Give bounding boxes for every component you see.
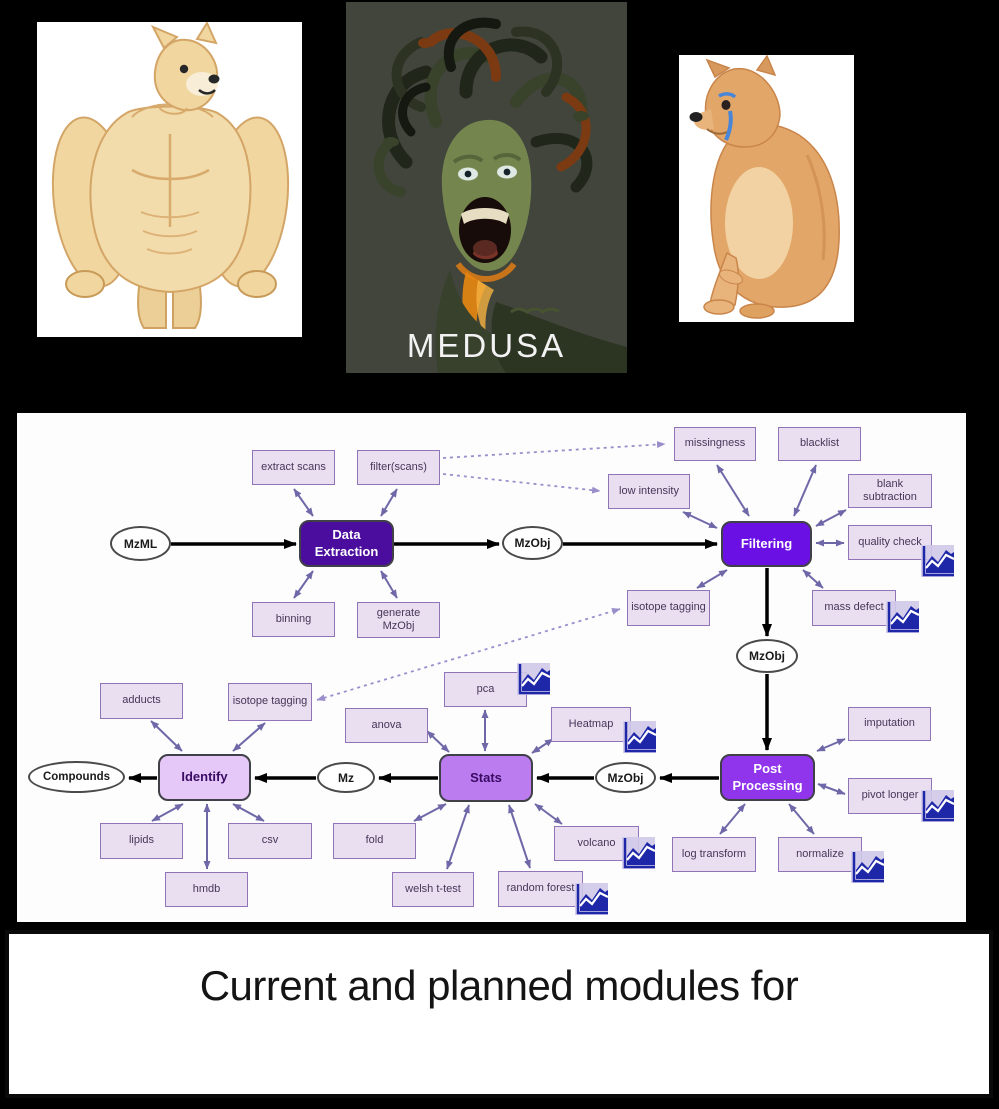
area-chart-icon	[848, 850, 886, 887]
module-box-lipids: lipids	[100, 823, 183, 859]
medusa-image: MEDUSA	[346, 2, 627, 373]
module-box-missingness: missingness	[674, 427, 756, 461]
module-box-mass-defect: mass defect	[812, 590, 896, 626]
module-box-anova: anova	[345, 708, 428, 743]
module-box-quality-check: quality check	[848, 525, 932, 560]
node-compounds: Compounds	[28, 761, 125, 793]
medusa-title: MEDUSA	[406, 327, 567, 364]
node-mz: Mz	[317, 762, 375, 793]
caption-box: Current and planned modules for	[5, 930, 993, 1098]
diagram-arrows	[128, 441, 847, 870]
module-box-normalize: normalize	[778, 837, 862, 872]
buff-doge-art	[51, 22, 290, 329]
module-box-adducts: adducts	[100, 683, 183, 719]
module-box-filter-scans: filter(scans)	[357, 450, 440, 485]
area-chart-icon	[918, 789, 956, 826]
area-chart-icon	[918, 544, 956, 581]
modules-diagram: MzML MzObj MzObj MzObj Mz Compounds Data…	[17, 413, 966, 922]
node-mzml: MzML	[110, 526, 171, 561]
module-box-heatmap: Heatmap	[551, 707, 631, 742]
module-filtering: Filtering	[721, 521, 812, 567]
area-chart-icon	[572, 882, 610, 919]
module-box-isotope-tagging-filtering: isotope tagging	[627, 590, 710, 626]
buff-doge-image	[37, 22, 302, 337]
module-box-generate-mzobj: generate MzObj	[357, 602, 440, 638]
module-box-random-forest: random forest	[498, 871, 583, 907]
module-box-fold: fold	[333, 823, 416, 859]
module-box-isotope-tagging-identify: isotope tagging	[228, 683, 312, 721]
module-box-binning: binning	[252, 602, 335, 637]
module-box-csv: csv	[228, 823, 312, 859]
node-mzobj-3: MzObj	[595, 762, 656, 793]
module-data-extraction: Data Extraction	[299, 520, 394, 567]
module-box-pivot-longer: pivot longer	[848, 778, 932, 814]
node-mzobj-2: MzObj	[736, 639, 798, 673]
area-chart-icon	[883, 600, 921, 637]
module-box-log-transform: log transform	[672, 837, 756, 872]
module-stats: Stats	[439, 754, 533, 802]
cheems-doge-image	[679, 55, 854, 322]
area-chart-icon	[620, 720, 658, 757]
module-box-hmdb: hmdb	[165, 872, 248, 907]
module-box-low-intensity: low intensity	[608, 474, 690, 509]
medusa-art	[346, 2, 627, 373]
node-mzobj-1: MzObj	[502, 526, 563, 560]
module-box-welsh-t-test: welsh t-test	[392, 872, 474, 907]
module-box-pca: pca	[444, 672, 527, 707]
area-chart-icon	[514, 662, 552, 699]
module-box-blank-subtraction: blank subtraction	[848, 474, 932, 508]
module-box-imputation: imputation	[848, 707, 931, 741]
cheems-art	[689, 55, 840, 319]
module-box-blacklist: blacklist	[778, 427, 861, 461]
area-chart-icon	[619, 836, 657, 873]
slide-caption: Current and planned modules for	[199, 962, 799, 1009]
module-box-extract-scans: extract scans	[252, 450, 335, 485]
module-identify: Identify	[158, 754, 251, 801]
module-post-processing: Post Processing	[720, 754, 815, 801]
